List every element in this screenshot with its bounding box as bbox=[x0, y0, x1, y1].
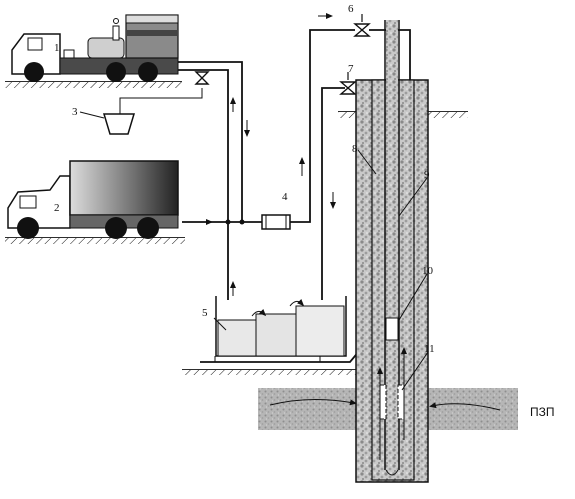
valve-7 bbox=[339, 72, 357, 95]
tank-block-5 bbox=[182, 296, 362, 375]
valve-near-truck-1 bbox=[194, 71, 210, 85]
label-11: 11 bbox=[424, 343, 435, 355]
funnel-3 bbox=[102, 88, 203, 135]
surface-pipelines bbox=[178, 29, 355, 300]
label-6: 6 bbox=[348, 3, 354, 15]
label-1: 1 bbox=[54, 42, 60, 54]
label-10: 10 bbox=[422, 265, 434, 277]
flow-arrows bbox=[198, 13, 336, 296]
pump-truck-1 bbox=[5, 14, 182, 88]
leader-lines bbox=[79, 111, 429, 391]
label-pzp: ПЗП bbox=[530, 405, 555, 419]
label-9: 9 bbox=[424, 169, 430, 181]
label-5: 5 bbox=[202, 307, 208, 319]
filter-4 bbox=[261, 214, 291, 230]
label-4: 4 bbox=[282, 191, 288, 203]
label-2: 2 bbox=[54, 202, 60, 214]
valve-6 bbox=[353, 14, 371, 37]
packer-10 bbox=[385, 317, 399, 341]
label-3: 3 bbox=[72, 106, 78, 118]
tank-truck-2 bbox=[5, 160, 185, 244]
label-7: 7 bbox=[348, 63, 354, 75]
label-8: 8 bbox=[352, 143, 358, 155]
well-8 bbox=[269, 20, 501, 483]
